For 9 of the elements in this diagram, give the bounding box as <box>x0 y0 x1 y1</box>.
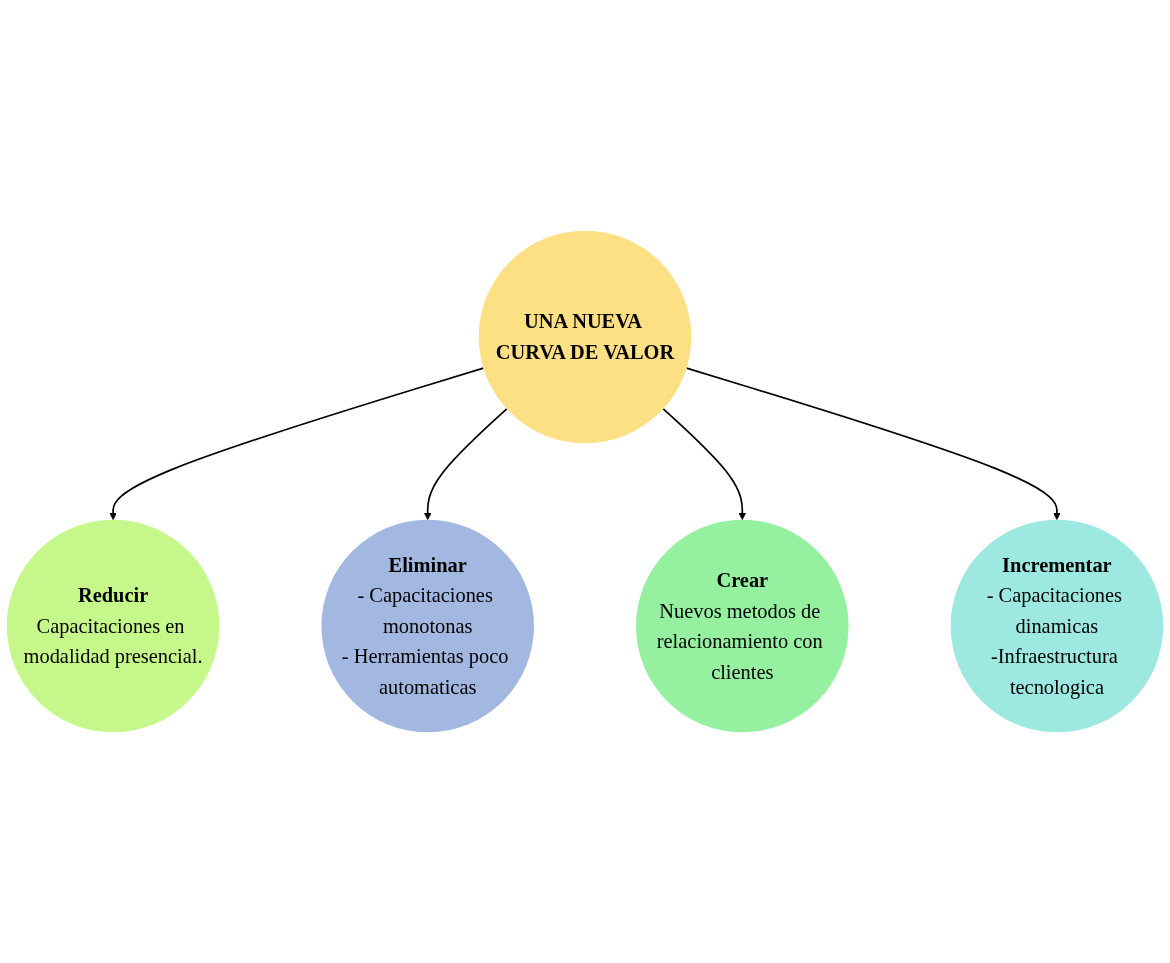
node-circle: Eliminar - Capacitaciones monotonas - Herramientas poco automaticas <box>321 519 534 733</box>
arrow <box>109 367 485 521</box>
node-circle: Reducir Capacitaciones en modalidad presencial. <box>6 519 220 733</box>
arrow <box>423 408 508 521</box>
node-circle: Incrementar - Capacitaciones dinamicas -Infraestructura tecnologica <box>950 519 1164 733</box>
arrow <box>685 367 1061 521</box>
node-circle: Crear Nuevos metodos de relacionamiento con clientes <box>636 519 849 733</box>
arrow <box>662 408 747 521</box>
node-circle: UNA NUEVA CURVA DE VALOR <box>478 230 692 444</box>
